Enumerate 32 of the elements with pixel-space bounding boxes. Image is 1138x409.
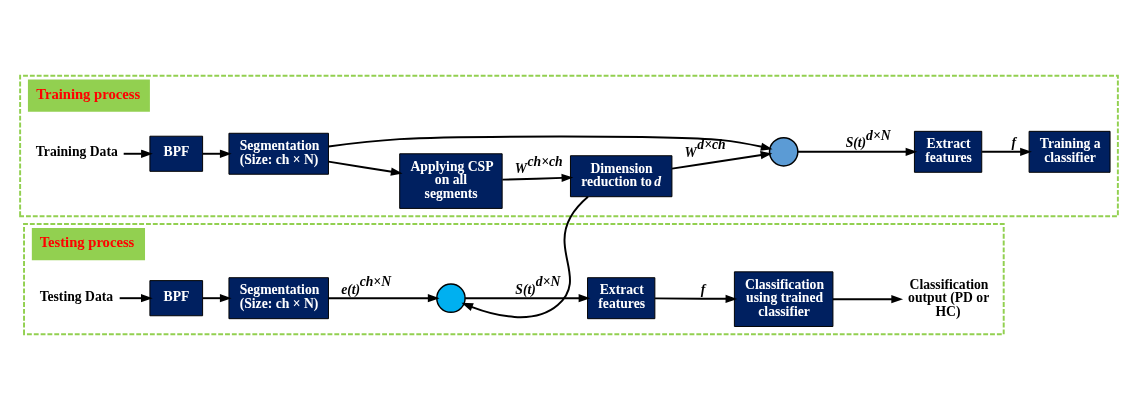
arrow: [201, 149, 232, 158]
node-box: BPF: [149, 279, 204, 316]
arrow: [122, 149, 153, 158]
arrow: [464, 293, 591, 302]
node-box: Training a classifier: [1028, 130, 1111, 173]
node-text: Training Data: [35, 143, 118, 159]
node-text: Testing Data: [39, 288, 114, 304]
node-box: Segmentation (Size: ch × N): [228, 276, 329, 319]
arrow: [461, 195, 589, 318]
edge-label: f: [700, 281, 706, 297]
arrow: [327, 160, 403, 176]
arrow: [201, 293, 232, 302]
node-box: Segmentation (Size: ch × N): [228, 132, 329, 175]
arrow: [327, 135, 773, 151]
node-box: Applying CSP on all segments: [399, 152, 503, 209]
node-circle: [436, 282, 466, 313]
arrow: [501, 173, 574, 182]
node-box: Classification using trained classifier: [733, 270, 834, 327]
arrow: [671, 150, 773, 170]
node-text: Classification output (PD or HC): [908, 276, 990, 319]
arrow: [118, 293, 153, 302]
edge-label: f: [1011, 134, 1017, 150]
arrow: [327, 293, 440, 302]
arrow: [831, 294, 904, 303]
node-box: Extract features: [587, 276, 656, 319]
arrow: [981, 147, 1032, 156]
node-box: Dimension reduction to d: [569, 154, 673, 197]
arrow: [654, 294, 738, 303]
node-box: BPF: [149, 135, 204, 172]
node-circle: [768, 136, 799, 167]
arrow: [796, 147, 918, 156]
node-box: Extract features: [913, 130, 983, 173]
